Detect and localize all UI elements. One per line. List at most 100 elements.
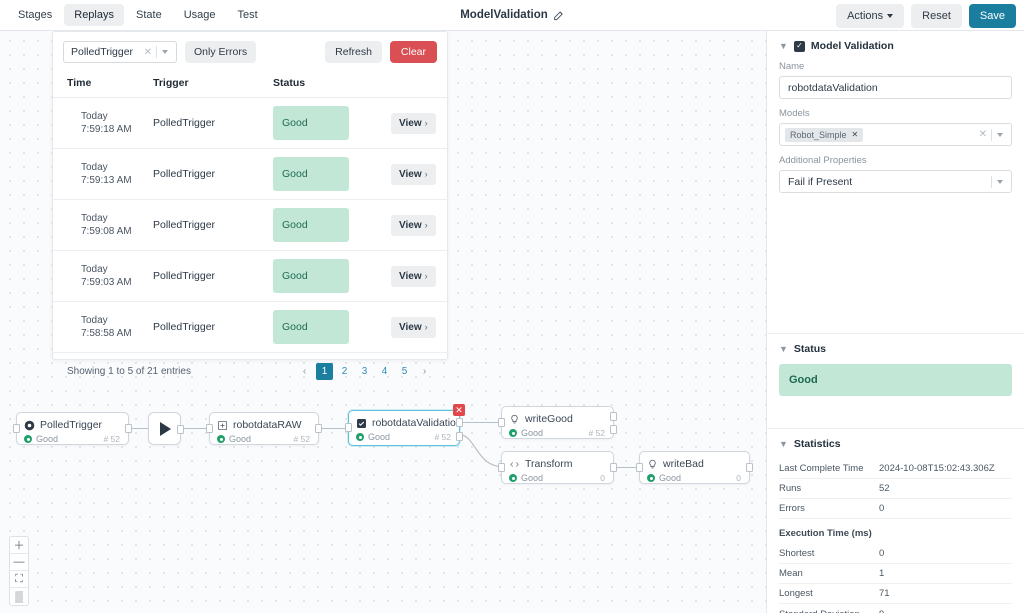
- chevron-down-icon: [887, 13, 894, 18]
- edge-validation-to-writegood: [460, 422, 500, 423]
- document-title: ModelValidation: [460, 9, 564, 21]
- port-out-good[interactable]: [456, 418, 463, 427]
- clear-filter-icon[interactable]: ✕: [143, 46, 152, 58]
- section-header[interactable]: ▼ Status: [779, 343, 1012, 355]
- column-header-action: [391, 71, 449, 98]
- enabled-checkbox[interactable]: ✓: [793, 40, 805, 52]
- zoom-out-icon[interactable]: —: [10, 554, 28, 571]
- port-out-2[interactable]: [610, 425, 617, 434]
- node-robotdatavalidation[interactable]: ✕ robotdataValidation Good # 52: [345, 404, 465, 446]
- port-out-right[interactable]: [610, 463, 617, 472]
- pagination-page-1[interactable]: 1: [316, 363, 333, 380]
- close-icon[interactable]: ✕: [453, 404, 465, 416]
- edge-play-to-raw: [182, 428, 210, 429]
- clear-button[interactable]: Clear: [389, 41, 437, 63]
- port-out-left[interactable]: [13, 424, 20, 433]
- tab-usage[interactable]: Usage: [183, 9, 216, 21]
- clear-models-icon[interactable]: ✕: [978, 129, 987, 140]
- node-polledtrigger[interactable]: PolledTrigger Good # 52: [13, 412, 132, 445]
- cell-trigger: PolledTrigger: [153, 301, 273, 353]
- view-button[interactable]: View›: [391, 214, 436, 236]
- chevron-down-icon[interactable]: [997, 179, 1003, 184]
- status-badge: Good: [273, 310, 349, 344]
- tab-strip: Stages Replays State Usage Test: [0, 4, 268, 26]
- zoom-in-icon[interactable]: ＋: [10, 537, 28, 554]
- section-header[interactable]: ▼ ✓ Model Validation: [779, 40, 1012, 52]
- port-in-left[interactable]: [636, 463, 643, 472]
- save-button[interactable]: Save: [968, 3, 1016, 28]
- model-pill[interactable]: Robot_Simple ✕: [785, 127, 864, 142]
- fit-view-icon[interactable]: ⛶: [10, 571, 28, 588]
- node-play[interactable]: [148, 412, 184, 445]
- chevron-down-icon[interactable]: [162, 50, 168, 54]
- node-title: robotdataRAW: [233, 419, 302, 431]
- pagination-page-4[interactable]: 4: [381, 366, 388, 377]
- port-out-right[interactable]: [125, 424, 132, 433]
- additional-properties-select[interactable]: Fail if Present: [779, 170, 1012, 193]
- refresh-button[interactable]: Refresh: [325, 41, 382, 63]
- view-button[interactable]: View›: [391, 265, 436, 287]
- chevron-down-icon[interactable]: ▼: [779, 439, 788, 449]
- chevron-down-icon[interactable]: ▼: [779, 344, 788, 354]
- view-button[interactable]: View›: [391, 316, 436, 338]
- port-in-left[interactable]: [498, 418, 505, 427]
- node-writebad[interactable]: writeBad Good 0: [636, 451, 753, 484]
- node-count: # 52: [434, 432, 451, 442]
- actions-button[interactable]: Actions: [836, 3, 905, 28]
- pagination-page-3[interactable]: 3: [361, 366, 368, 377]
- column-header-time: Time: [53, 71, 153, 98]
- node-count: # 52: [293, 434, 310, 444]
- port-out-right[interactable]: [177, 425, 184, 434]
- port-out-right[interactable]: [315, 424, 322, 433]
- tab-test[interactable]: Test: [237, 9, 258, 21]
- node-robotdataraw[interactable]: robotdataRAW Good # 52: [206, 412, 322, 445]
- model-pill-label: Robot_Simple: [790, 129, 847, 140]
- toggle-minimap-icon[interactable]: ▒: [15, 590, 23, 603]
- pagination-page-2[interactable]: 2: [341, 366, 348, 377]
- stat-key: Last Complete Time: [779, 463, 864, 474]
- port-in-left[interactable]: [498, 463, 505, 472]
- tab-stages[interactable]: Stages: [18, 9, 53, 21]
- name-input[interactable]: [779, 76, 1012, 99]
- pencil-icon[interactable]: [553, 10, 564, 21]
- only-errors-button[interactable]: Only Errors: [185, 41, 257, 63]
- code-icon: [509, 459, 520, 470]
- chevron-down-icon[interactable]: ▼: [779, 41, 788, 51]
- trigger-icon: [24, 420, 35, 431]
- models-select[interactable]: Robot_Simple ✕ ✕: [779, 123, 1012, 146]
- section-spacer: [779, 193, 1012, 323]
- additional-properties-value: Fail if Present: [788, 175, 853, 188]
- stat-row: Errors 0: [779, 499, 1012, 519]
- section-status: ▼ Status Good: [767, 334, 1024, 429]
- tab-replays[interactable]: Replays: [64, 4, 124, 26]
- stat-value: 1: [879, 568, 885, 579]
- port-in-left[interactable]: [206, 424, 213, 433]
- view-button[interactable]: View›: [391, 163, 436, 185]
- pagination-next[interactable]: ›: [422, 366, 427, 377]
- pagination-page-5[interactable]: 5: [401, 366, 408, 377]
- node-transform[interactable]: Transform Good 0: [498, 451, 617, 484]
- port-in-left[interactable]: [345, 423, 352, 432]
- port-out-right[interactable]: [746, 463, 753, 472]
- view-button[interactable]: View›: [391, 112, 436, 134]
- pagination-prev[interactable]: ‹: [302, 366, 307, 377]
- section-header[interactable]: ▼ Statistics: [779, 438, 1012, 450]
- node-title: writeGood: [525, 413, 573, 425]
- tab-state[interactable]: State: [136, 9, 162, 21]
- port-out-1[interactable]: [610, 412, 617, 421]
- trigger-filter-select[interactable]: PolledTrigger ✕: [63, 41, 177, 63]
- chevron-down-icon[interactable]: [997, 132, 1003, 137]
- port-out-bad[interactable]: [456, 432, 463, 441]
- remove-model-icon[interactable]: ✕: [851, 130, 859, 139]
- reset-button[interactable]: Reset: [911, 3, 962, 28]
- node-footer: Good 0: [640, 472, 749, 489]
- node-writegood[interactable]: writeGood Good # 52: [498, 406, 617, 439]
- stat-row: Runs 52: [779, 479, 1012, 499]
